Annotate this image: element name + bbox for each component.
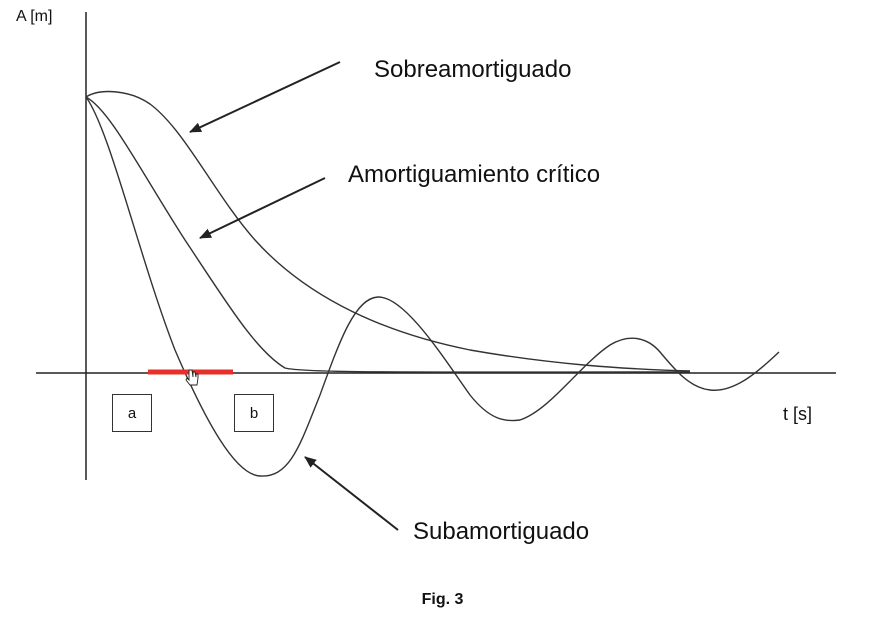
critical-damping-label: Amortiguamiento crítico — [348, 161, 601, 188]
critical-damping-curve — [85, 96, 691, 373]
marker-a-box: a — [112, 394, 152, 432]
marker-b-box: b — [234, 394, 274, 432]
critical-damping-arrow — [199, 177, 326, 239]
overdamped-curve — [85, 90, 691, 372]
hand-cursor-icon — [185, 369, 199, 386]
figure-caption: Fig. 3 — [421, 591, 464, 608]
overdamped-arrow — [189, 61, 341, 133]
x-axis-label: t [s] — [783, 404, 813, 424]
y-axis-label: A [m] — [16, 8, 53, 25]
underdamped-arrow — [304, 456, 399, 531]
marker-b-label: b — [249, 404, 259, 422]
marker-a-label: a — [127, 404, 137, 422]
overdamped-label: Sobreamortiguado — [374, 56, 572, 83]
underdamped-label: Subamortiguado — [413, 518, 590, 545]
underdamped-curve — [85, 96, 780, 477]
